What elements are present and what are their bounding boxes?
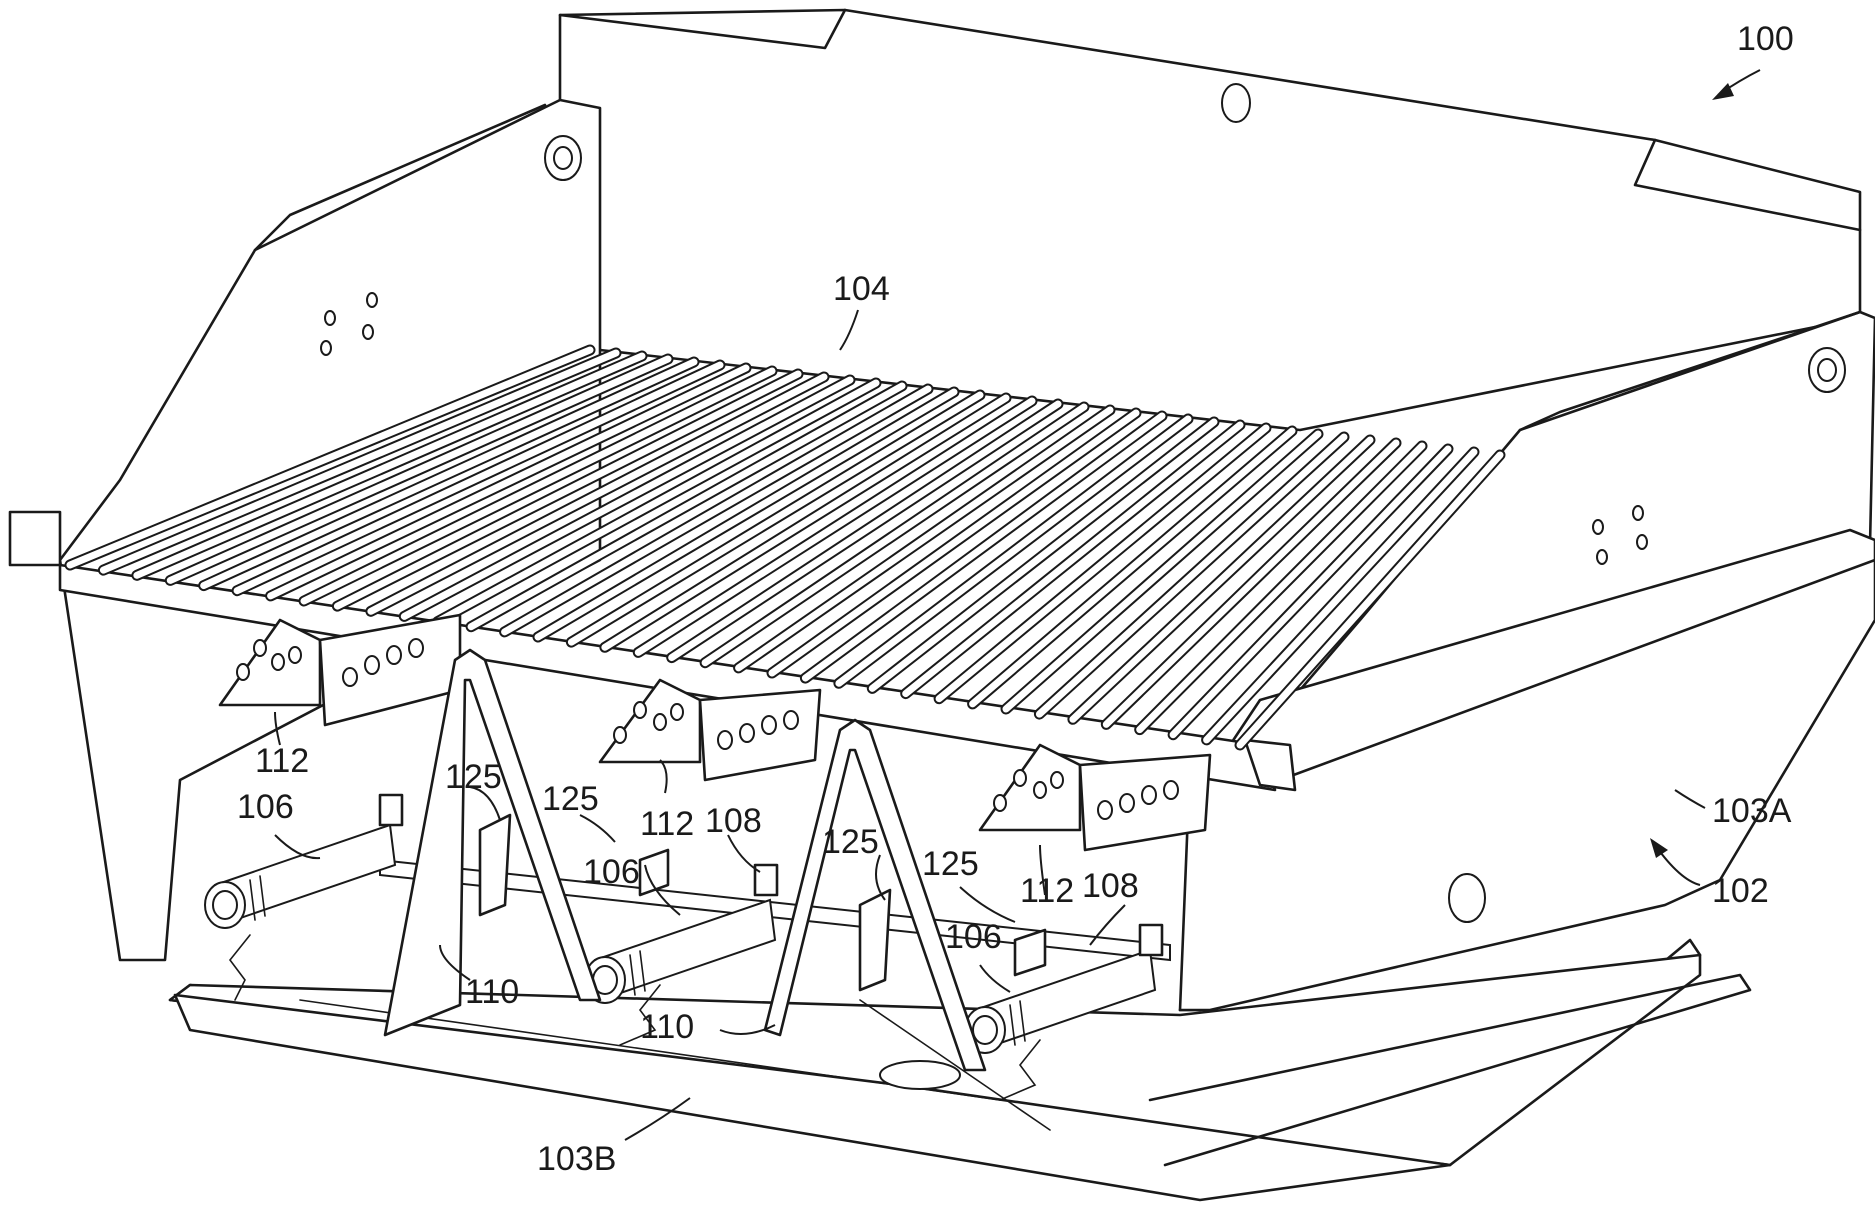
- label-110-left: 110: [465, 973, 519, 1011]
- label-112-middle: 112: [640, 805, 694, 843]
- label-110-right: 110: [640, 1008, 694, 1046]
- label-104: 104: [833, 270, 890, 308]
- label-100: 100: [1737, 20, 1794, 58]
- label-103B: 103B: [537, 1140, 616, 1178]
- label-125-c: 125: [822, 823, 879, 861]
- label-108-left: 108: [705, 802, 762, 840]
- arrow-100: [1712, 70, 1760, 100]
- label-106-middle: 106: [583, 853, 640, 891]
- burner-tube-left: [205, 795, 402, 1000]
- label-125-b: 125: [542, 780, 599, 818]
- label-125-d: 125: [922, 845, 979, 883]
- label-106-right: 106: [945, 918, 1002, 956]
- label-112-right: 112: [1020, 872, 1074, 910]
- label-106-left: 106: [237, 788, 294, 826]
- label-103A: 103A: [1712, 792, 1792, 830]
- label-102: 102: [1712, 872, 1769, 910]
- back-wall-panel: [560, 10, 1860, 430]
- label-125-a: 125: [445, 758, 502, 796]
- label-112-left: 112: [255, 742, 309, 780]
- label-108-right: 108: [1082, 867, 1139, 905]
